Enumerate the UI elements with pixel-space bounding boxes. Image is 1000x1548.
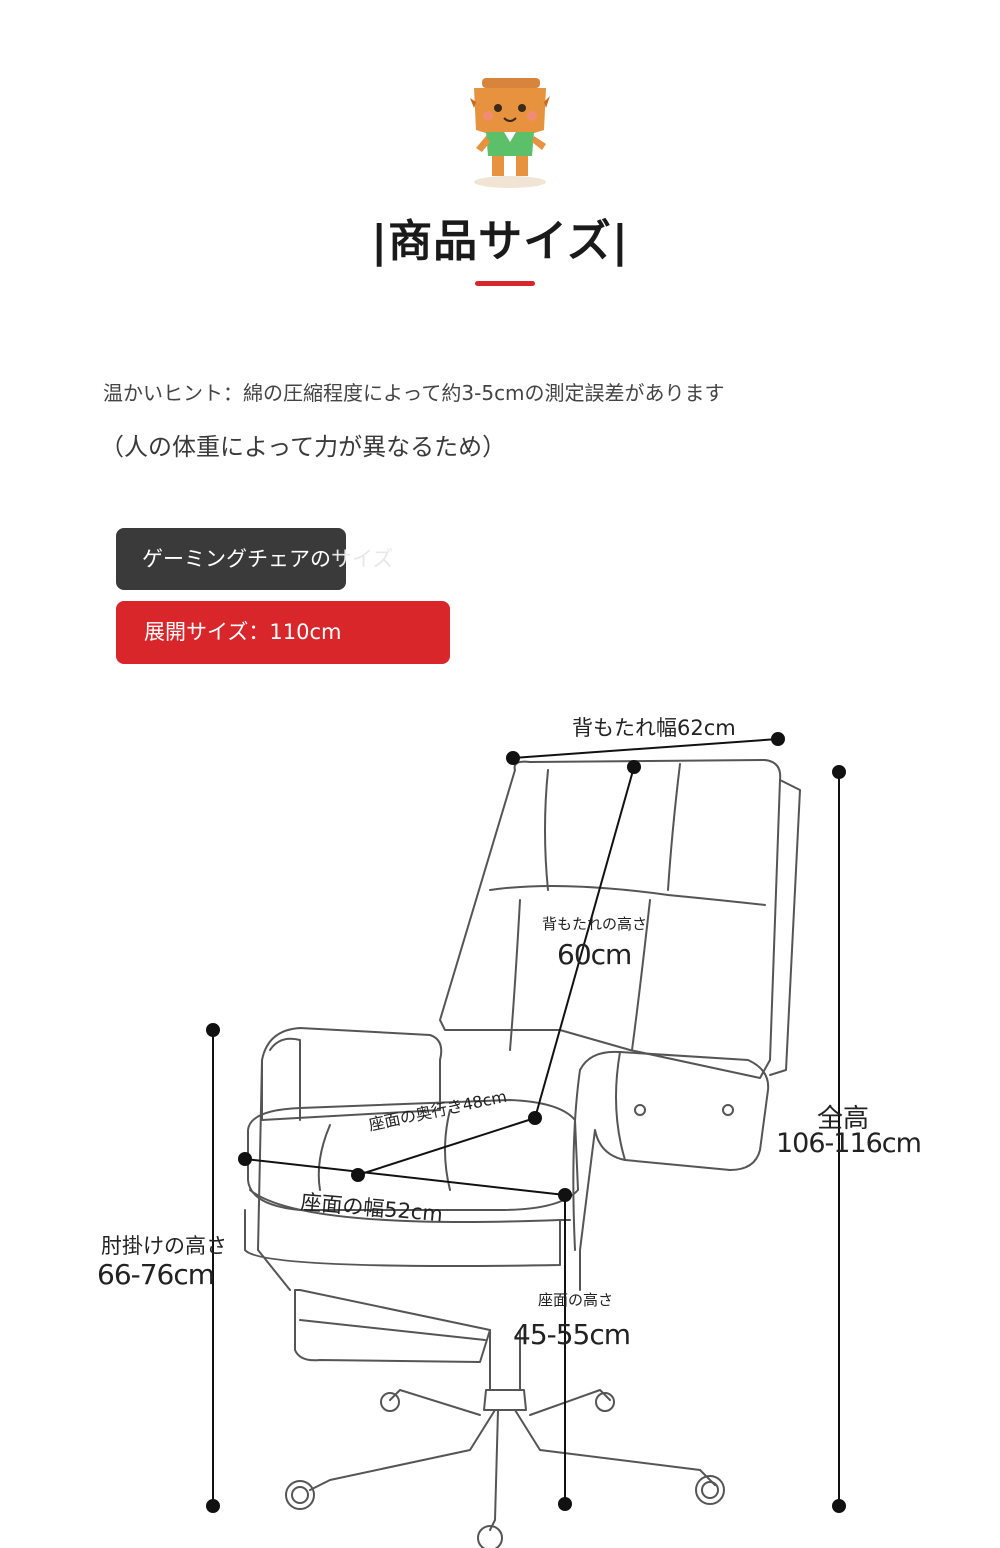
tree-stump-mascot-icon (470, 78, 550, 188)
armrest-height-value: 66-76cm (97, 1258, 215, 1291)
seat-height-label: 座面の高さ (538, 1291, 614, 1309)
total-height-label: 全高 (817, 1104, 870, 1134)
chair-outline-drawing (206, 732, 846, 1548)
chair-dimension-diagram: 背もたれ幅62cm 背もたれの高さ 60cm 座面の奥行き48cm 座面の幅52… (0, 690, 1000, 1548)
page-title: |商品サイズ| (371, 216, 629, 267)
backrest-height-label: 背もたれの高さ (542, 915, 648, 933)
backrest-height-value: 60cm (557, 938, 632, 971)
armrest-height-label: 肘掛けの高さ (101, 1234, 227, 1258)
measurement-hint-note: （人の体重によって力が異なるため） (100, 433, 507, 461)
total-height-value: 106-116cm (776, 1128, 922, 1159)
chair-size-badge-label: ゲーミングチェアの (142, 547, 331, 571)
seat-height-value: 45-55cm (513, 1318, 631, 1351)
title-underline (475, 281, 535, 286)
measurement-hint: 温かいヒント：綿の圧縮程度によって約3-5cmの測定誤差があります (103, 381, 725, 405)
chair-size-badge: ゲーミングチェアのサイズ (116, 528, 393, 590)
expanded-size-badge: 展開サイズ：110cm (116, 601, 450, 664)
chair-size-badge-faded: サイズ (331, 547, 394, 571)
expanded-size-label: 展開サイズ：110cm (144, 620, 342, 644)
backrest-width-label: 背もたれ幅62cm (572, 716, 736, 740)
